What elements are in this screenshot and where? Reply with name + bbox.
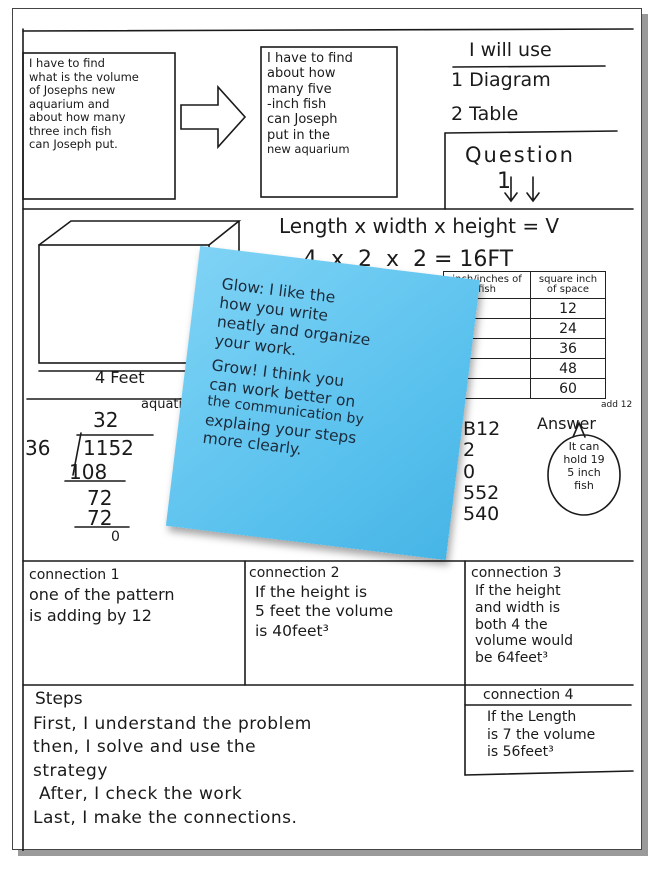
- table-cell: 24: [530, 318, 606, 339]
- table-cell: 12: [530, 298, 606, 319]
- connection-line: 5 feet the volume: [255, 602, 394, 621]
- connection-line: If the Length: [487, 709, 577, 725]
- bubble-line: It can: [568, 440, 600, 453]
- plan-line: many five: [267, 81, 332, 97]
- connection-line: is adding by 12: [29, 605, 152, 625]
- plan-text: I have to find about how many five -inch…: [267, 51, 353, 157]
- connection1-title: connection 1: [29, 567, 120, 583]
- understand-line: about how many: [29, 110, 126, 125]
- connection-line: one of the pattern: [29, 585, 175, 604]
- division-step: 72: [87, 486, 113, 510]
- table-header: square inch of space: [530, 271, 606, 299]
- strategy-title: I will use: [469, 39, 552, 61]
- connection-line: is 56feet³: [487, 744, 554, 760]
- division-step: 108: [69, 460, 108, 484]
- bubble-line: 5 inch: [567, 465, 601, 479]
- division-divisor: 36: [25, 436, 51, 460]
- understand-line: aquarium and: [29, 96, 110, 111]
- plan-line: about how: [267, 66, 336, 82]
- connection4-text: If the Length is 7 the volume is 56feet³: [487, 709, 595, 762]
- diagram-bottom-label: 4 Feet: [95, 368, 145, 387]
- understand-line: what is the volume: [29, 69, 139, 84]
- connection3-title: connection 3: [471, 565, 562, 581]
- connection2-title: connection 2: [249, 565, 340, 581]
- plan-line: new aquarium: [267, 141, 350, 156]
- steps-title: Steps: [35, 689, 83, 709]
- table-cell: 60: [530, 378, 606, 399]
- hand-drawn-lines: [22, 28, 634, 851]
- understand-line: three inch fish: [29, 123, 112, 138]
- sticky-note-feedback: Glow: I like the how you write neatly an…: [165, 245, 481, 561]
- connection-line: both 4 the: [475, 616, 548, 633]
- steps-line: After, I check the work: [39, 784, 243, 805]
- connection-line: If the height is: [255, 583, 368, 601]
- calc-line: 540: [463, 503, 500, 526]
- plan-line: can Joseph: [267, 112, 338, 128]
- connection3-text: If the height and width is both 4 the vo…: [475, 583, 573, 667]
- calc-line: B12: [463, 418, 501, 440]
- formula-words: Length x width x height = V: [279, 214, 560, 238]
- calc-line: 2: [463, 439, 476, 462]
- understand-line: I have to find: [29, 56, 105, 70]
- question-label: Question: [465, 143, 575, 167]
- connection-line: is 40feet³: [255, 621, 329, 640]
- steps-line: Last, I make the connections.: [33, 807, 298, 828]
- diagram-partial-label: aquatic: [141, 397, 190, 412]
- steps-line: then, I solve and use the: [33, 737, 257, 758]
- connection-line: volume would: [475, 633, 573, 650]
- connection-line: be 64feet³: [475, 650, 549, 667]
- answer-bubble: It can hold 19 5 inch fish: [561, 440, 607, 493]
- division-step: 72: [87, 506, 113, 530]
- plan-line: put in the: [267, 127, 331, 143]
- calc-line: 552: [463, 481, 500, 504]
- answer-label: Answer: [537, 414, 596, 433]
- table-row: 60: [443, 378, 606, 399]
- connection-line: is 7 the volume: [487, 726, 596, 743]
- formula-numbers: 4 x 2 x 2 = 16FT: [303, 247, 514, 272]
- bubble-line: fish: [574, 478, 594, 492]
- connection1-text: one of the pattern is adding by 12: [29, 585, 175, 627]
- division-dividend: 1152: [83, 436, 134, 460]
- connection2-text: If the height is 5 feet the volume is 40…: [255, 583, 393, 641]
- connection-line: If the height: [475, 583, 561, 599]
- understand-line: can Joseph put.: [29, 137, 118, 152]
- steps-line: strategy: [33, 760, 108, 781]
- calc-line: 0: [463, 460, 476, 483]
- understand-line: of Josephs new: [29, 83, 116, 98]
- division-step: 0: [111, 529, 120, 545]
- table-cell: 36: [530, 338, 606, 359]
- steps-text: First, I understand the problem then, I …: [33, 713, 312, 830]
- sticky-note-text: Glow: I like the how you write neatly an…: [202, 275, 379, 467]
- table-cell: 48: [530, 358, 606, 379]
- division-quotient: 32: [93, 408, 119, 432]
- partial-calc: B12 2 0 552 540: [463, 418, 501, 526]
- question-number: 1: [497, 169, 511, 194]
- connection4-title: connection 4: [483, 687, 574, 703]
- strategy-item: 1 Diagram: [451, 69, 551, 91]
- plan-line: -inch fish: [267, 96, 327, 112]
- plan-line: I have to find: [267, 51, 353, 66]
- connection-line: and width is: [475, 599, 561, 616]
- answer-note: add 12: [601, 400, 633, 410]
- steps-line: First, I understand the problem: [33, 714, 312, 734]
- strategy-item: 2 Table: [451, 103, 519, 125]
- understand-text: I have to find what is the volume of Jos…: [29, 56, 139, 152]
- bubble-line: hold 19: [563, 452, 605, 466]
